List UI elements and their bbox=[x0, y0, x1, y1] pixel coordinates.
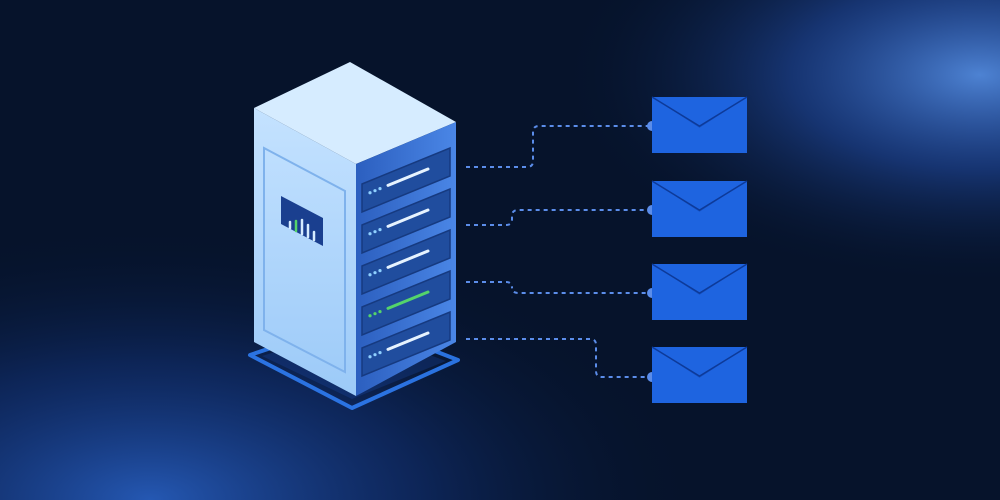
rack-unit-led bbox=[373, 271, 377, 275]
envelope-flap bbox=[651, 96, 748, 127]
rack-unit-face bbox=[361, 269, 451, 337]
rack-unit-slot bbox=[386, 167, 430, 187]
connector-line bbox=[466, 125, 652, 168]
rack-unit bbox=[361, 187, 451, 255]
rack-unit-slot bbox=[386, 249, 430, 269]
rack-unit-led bbox=[378, 228, 382, 232]
envelope-flap bbox=[651, 263, 748, 294]
rack-unit bbox=[361, 269, 451, 337]
rack-unit-led bbox=[378, 269, 382, 273]
email-envelopes bbox=[651, 96, 748, 403]
rack-unit-led bbox=[368, 355, 372, 359]
rack-unit-face bbox=[361, 187, 451, 255]
rack-unit-face bbox=[361, 146, 451, 214]
envelope-icon bbox=[651, 180, 748, 237]
rack-unit-led bbox=[368, 273, 372, 277]
rack-unit-led bbox=[368, 191, 372, 195]
rack-unit-led bbox=[368, 232, 372, 236]
rack-unit-led bbox=[373, 189, 377, 193]
rack-unit-led bbox=[378, 187, 382, 191]
connector-line bbox=[466, 281, 652, 294]
connector-line bbox=[466, 338, 652, 378]
rack-unit-led bbox=[373, 353, 377, 357]
envelope-icon bbox=[651, 263, 748, 320]
rack-unit bbox=[361, 228, 451, 296]
rack-unit-led bbox=[378, 351, 382, 355]
envelope-flap bbox=[651, 180, 748, 211]
rack-unit bbox=[361, 310, 451, 378]
rack-unit-led bbox=[373, 312, 377, 316]
rack-unit bbox=[361, 146, 451, 214]
connector-line bbox=[466, 209, 652, 226]
server-tower bbox=[254, 62, 456, 396]
rack-unit-face bbox=[361, 228, 451, 296]
rack-unit-led bbox=[378, 310, 382, 314]
rack-unit-led bbox=[373, 230, 377, 234]
rack-unit-face bbox=[361, 310, 451, 378]
envelope-icon bbox=[651, 96, 748, 153]
server-side bbox=[254, 108, 356, 396]
server-top bbox=[254, 62, 456, 164]
envelope-icon bbox=[651, 346, 748, 403]
server-side-door bbox=[263, 146, 346, 374]
rack-unit-led bbox=[368, 314, 372, 318]
server-rack-units bbox=[361, 146, 451, 378]
signal-bars-icon bbox=[288, 218, 316, 242]
rack-unit-slot bbox=[386, 208, 430, 228]
rack-unit-slot bbox=[386, 290, 430, 310]
server-status-panel bbox=[281, 196, 323, 246]
envelope-flap bbox=[651, 346, 748, 377]
rack-unit-slot bbox=[386, 331, 430, 351]
